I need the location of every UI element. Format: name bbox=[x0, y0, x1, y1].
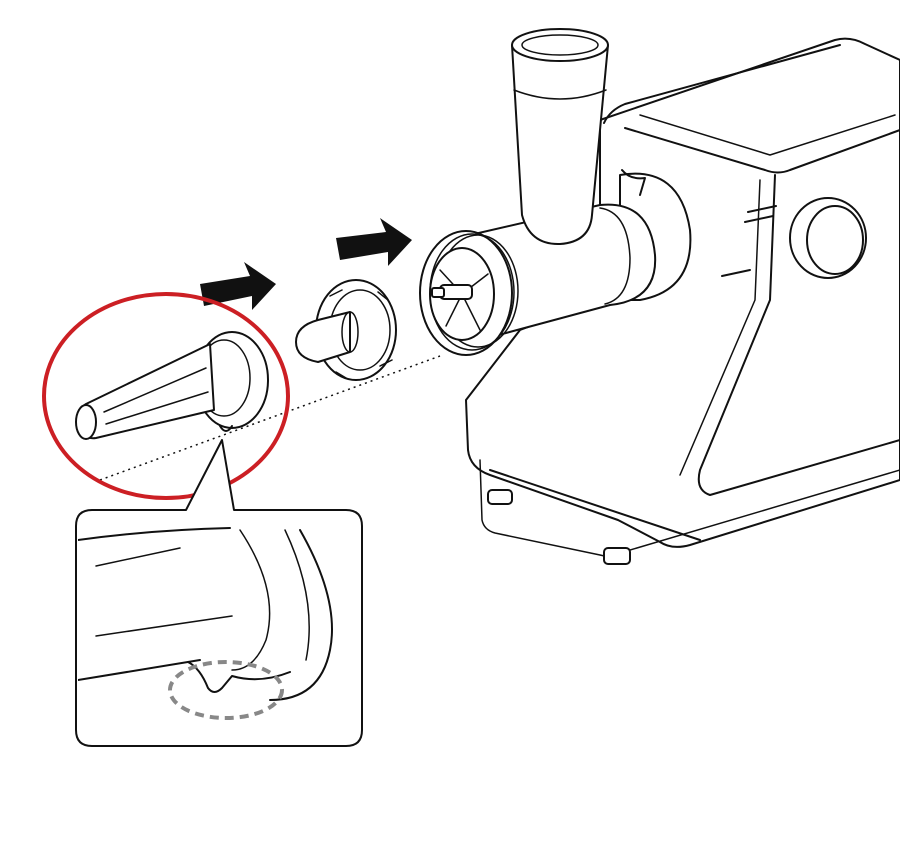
housing-lower-edge bbox=[489, 469, 701, 541]
control-knob bbox=[806, 205, 864, 275]
zoom-flange-mid bbox=[284, 529, 310, 661]
callout-frame bbox=[75, 439, 363, 747]
locking-lever bbox=[621, 169, 646, 196]
zoom-tube-rib-1 bbox=[95, 547, 181, 567]
zoom-notch bbox=[187, 661, 291, 693]
feed-tube-inner bbox=[521, 34, 599, 56]
zoom-tube-rib-2 bbox=[95, 615, 233, 637]
switch-mark-top bbox=[747, 205, 777, 213]
sausage-nozzle bbox=[75, 331, 269, 440]
zoom-tube-top bbox=[78, 527, 231, 541]
feed-tube-mouth bbox=[511, 28, 609, 62]
housing-top-inner bbox=[639, 114, 896, 156]
housing-shell bbox=[465, 37, 900, 548]
nozzle-notch bbox=[219, 425, 233, 432]
barrel-ring bbox=[599, 207, 631, 305]
foot-left bbox=[487, 489, 513, 505]
feed-tube-band bbox=[513, 89, 607, 100]
switch-mark-mid bbox=[744, 215, 774, 223]
arrow-right-near-head bbox=[336, 218, 412, 266]
grinder-body bbox=[465, 37, 900, 565]
nozzle-tip bbox=[75, 404, 97, 440]
separator-cone-base bbox=[341, 311, 359, 353]
grinder-head bbox=[419, 28, 692, 356]
housing-top-ridge bbox=[624, 127, 900, 174]
callout-zoom-view bbox=[78, 527, 333, 720]
zoom-flange-inner bbox=[231, 529, 271, 671]
feed-tube bbox=[511, 44, 609, 246]
housing-front-corner bbox=[697, 174, 900, 496]
zoom-flange-outer bbox=[269, 529, 333, 701]
drive-shaft-tip bbox=[431, 287, 445, 298]
arrow-right-near-nozzle bbox=[200, 262, 276, 310]
zoom-tube-bottom bbox=[78, 659, 201, 681]
direction-arrows bbox=[200, 218, 412, 310]
nozzle-tube bbox=[76, 343, 215, 440]
separator-plate bbox=[295, 279, 397, 381]
housing-top-edge bbox=[603, 44, 841, 124]
separator-cone bbox=[295, 311, 351, 363]
highlight-oval bbox=[42, 292, 290, 500]
separator-lugs bbox=[329, 289, 393, 379]
notch-marker bbox=[168, 660, 284, 720]
alignment-line bbox=[99, 355, 441, 481]
detail-callout bbox=[75, 439, 363, 747]
switch-mark-low bbox=[721, 269, 751, 277]
foot-center bbox=[603, 547, 631, 565]
nozzle-ribs bbox=[103, 367, 209, 425]
